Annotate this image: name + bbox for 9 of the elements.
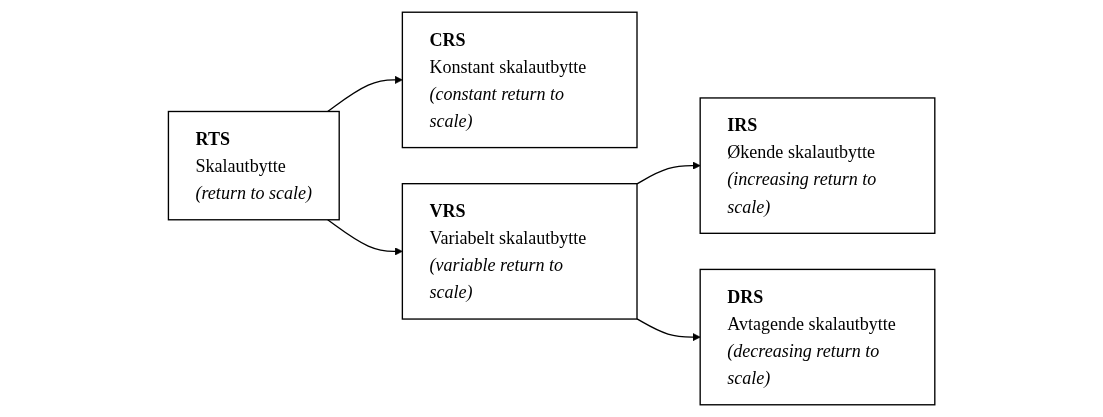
node-box: IRS Økende skalautbytte (increasing return to scale) (699, 97, 936, 234)
arrow (326, 75, 403, 113)
node-box: VRS Variabelt skalautbytte (variable return to scale) (401, 183, 638, 320)
arrow (326, 219, 403, 256)
node-box: DRS Avtagende skalautbytte (decreasing return to scale) (699, 268, 936, 406)
node-box: CRS Konstant skalautbytte (constant return to scale) (401, 11, 638, 149)
arrow (636, 161, 701, 185)
node-box: RTS Skalautbytte (return to scale) (167, 110, 340, 221)
arrow (636, 318, 701, 342)
